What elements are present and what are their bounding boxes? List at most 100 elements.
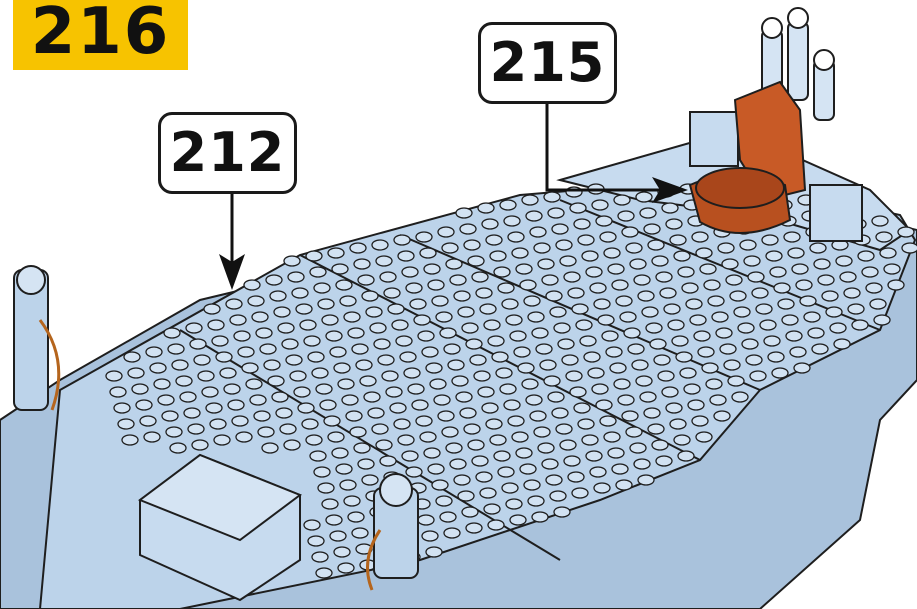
stud (604, 248, 620, 258)
stud (122, 435, 138, 445)
stud (602, 331, 618, 341)
stud (314, 467, 330, 477)
stud (656, 272, 672, 282)
stud (524, 480, 540, 490)
stud (582, 435, 598, 445)
stud (390, 403, 406, 413)
stud (322, 315, 338, 325)
stud (214, 435, 230, 445)
stud (434, 395, 450, 405)
stud (310, 267, 326, 277)
stud (118, 419, 134, 429)
stud (378, 355, 394, 365)
stud (562, 355, 578, 365)
stud (500, 200, 516, 210)
stud (600, 416, 616, 426)
stud (336, 464, 352, 474)
stud (616, 480, 632, 490)
stud (418, 331, 434, 341)
stud (158, 395, 174, 405)
stud (436, 312, 452, 322)
stud (502, 299, 518, 309)
stud (308, 352, 324, 362)
stud (502, 483, 518, 493)
stud (808, 328, 824, 338)
stud (622, 411, 638, 421)
stud (702, 363, 718, 373)
stud (540, 360, 556, 370)
stud (542, 459, 558, 469)
stud (614, 195, 630, 205)
stud (380, 456, 396, 466)
stud (284, 440, 300, 450)
stud (364, 392, 380, 402)
stud (408, 384, 424, 394)
stud (204, 304, 220, 314)
stud (334, 363, 350, 373)
stud (556, 424, 572, 434)
left-mast-knob (17, 266, 45, 294)
stud (544, 192, 560, 202)
stud (166, 427, 182, 437)
stud (778, 299, 794, 309)
stud (534, 243, 550, 253)
stud (510, 331, 526, 341)
stud (822, 291, 838, 301)
stud (804, 312, 820, 322)
stud (722, 259, 738, 269)
stud (244, 280, 260, 290)
stud (544, 376, 560, 386)
stud (564, 272, 580, 282)
stud (612, 280, 628, 290)
stud (692, 416, 708, 426)
stud (716, 328, 732, 338)
stud (386, 387, 402, 397)
stud (658, 371, 674, 381)
stud (590, 283, 606, 293)
stud (370, 323, 386, 333)
stud (666, 219, 682, 229)
stud (402, 267, 418, 277)
stud (766, 251, 782, 261)
stud (432, 296, 448, 306)
stud (624, 328, 640, 338)
stud (460, 224, 476, 234)
stud (676, 352, 692, 362)
stud (228, 400, 244, 410)
stud (768, 352, 784, 362)
stud (376, 256, 392, 266)
stud (406, 283, 422, 293)
stud (866, 283, 882, 293)
callout-212: 212 (158, 112, 297, 194)
stud (608, 448, 624, 458)
stud (506, 499, 522, 509)
stud (636, 376, 652, 386)
stud (642, 307, 658, 317)
stud (636, 192, 652, 202)
stud (600, 232, 616, 242)
stud (536, 344, 552, 354)
stud (210, 419, 226, 429)
stud (528, 312, 544, 322)
stud (650, 339, 666, 349)
stud (324, 416, 340, 426)
stud (190, 339, 206, 349)
stud (884, 264, 900, 274)
stud (418, 515, 434, 525)
stud (572, 304, 588, 314)
stud (558, 339, 574, 349)
stud (246, 379, 262, 389)
stud (304, 336, 320, 346)
stud (438, 411, 454, 421)
stud (528, 496, 544, 506)
orange-seat-round-top (696, 168, 784, 208)
stud (330, 531, 346, 541)
stud (670, 419, 686, 429)
stud (446, 259, 462, 269)
stud (468, 256, 484, 266)
stud (634, 275, 650, 285)
stud (506, 315, 522, 325)
stud (596, 400, 612, 410)
stud (304, 520, 320, 530)
